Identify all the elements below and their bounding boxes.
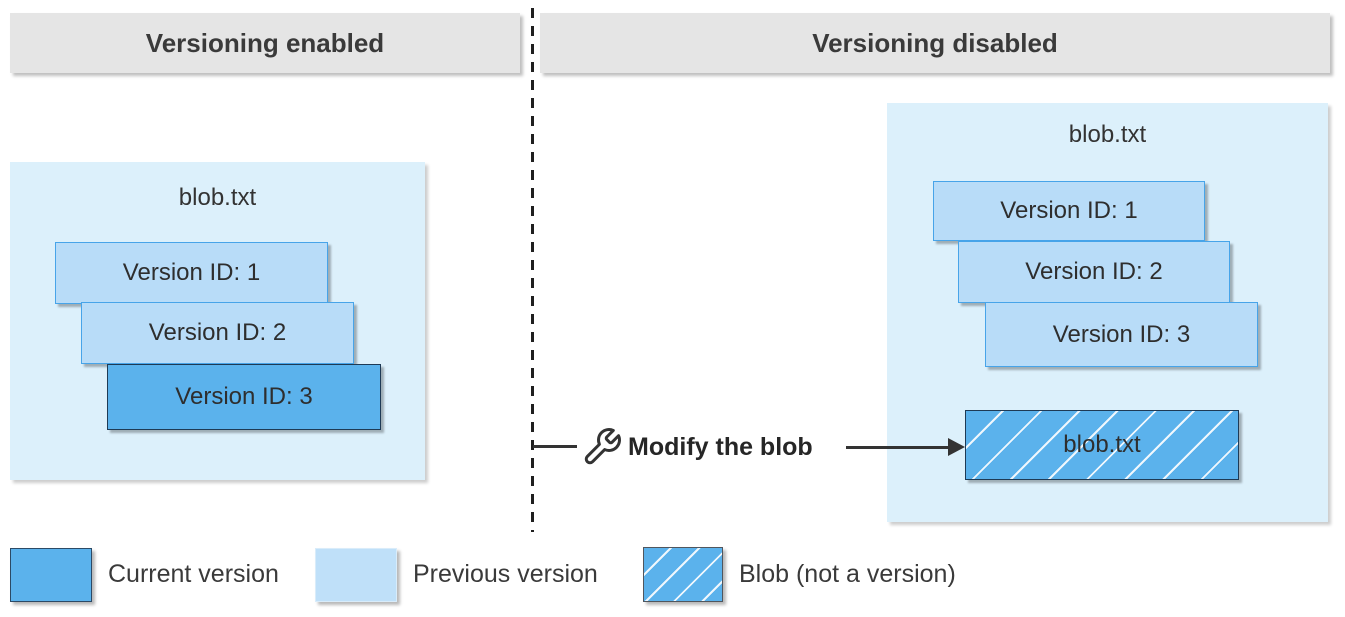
disabled-version-box-2: Version ID: 2 <box>958 241 1230 303</box>
versioning-enabled-header: Versioning enabled <box>10 13 520 73</box>
current-version-label: Current version <box>108 560 279 588</box>
enabled-blob-title: blob.txt <box>178 184 257 211</box>
modify-the-blob-label: Modify the blob <box>628 432 813 461</box>
previous-version-label: Previous version <box>413 560 598 588</box>
enabled-blob-container: blob.txt Version ID: 1 Version ID: 2 Ver… <box>10 162 425 480</box>
wrench-icon <box>584 428 621 465</box>
legend-item-previous-version: Previous version <box>315 547 598 602</box>
previous-version-swatch <box>315 547 397 602</box>
blob-hatched-swatch <box>643 547 723 602</box>
modify-arrow-head <box>948 438 965 456</box>
disabled-blob-container: blob.txt Version ID: 1 Version ID: 2 Ver… <box>887 103 1328 522</box>
current-version-swatch <box>10 547 92 602</box>
disabled-version-box-1: Version ID: 1 <box>933 181 1205 241</box>
legend-item-current-version: Current version <box>10 547 279 602</box>
disabled-version-box-3: Version ID: 3 <box>985 302 1258 367</box>
enabled-version-box-3-current: Version ID: 3 <box>107 364 381 430</box>
versioning-enabled-header-label: Versioning enabled <box>145 27 385 58</box>
enabled-version-box-1: Version ID: 1 <box>55 242 328 304</box>
versioning-disabled-header: Versioning disabled <box>540 13 1330 73</box>
enabled-version-box-2: Version ID: 2 <box>81 302 354 364</box>
blob-not-a-version-label: Blob (not a version) <box>739 560 956 588</box>
legend-item-blob-not-a-version: Blob (not a version) <box>643 547 956 602</box>
versioning-disabled-header-label: Versioning disabled <box>812 27 1058 58</box>
disabled-blob-title: blob.txt <box>1068 121 1147 148</box>
modify-arrow-line <box>846 446 949 449</box>
modify-connector-stub <box>533 445 577 448</box>
modified-blob-box: blob.txt <box>965 410 1239 480</box>
dashed-divider-line <box>531 8 534 532</box>
